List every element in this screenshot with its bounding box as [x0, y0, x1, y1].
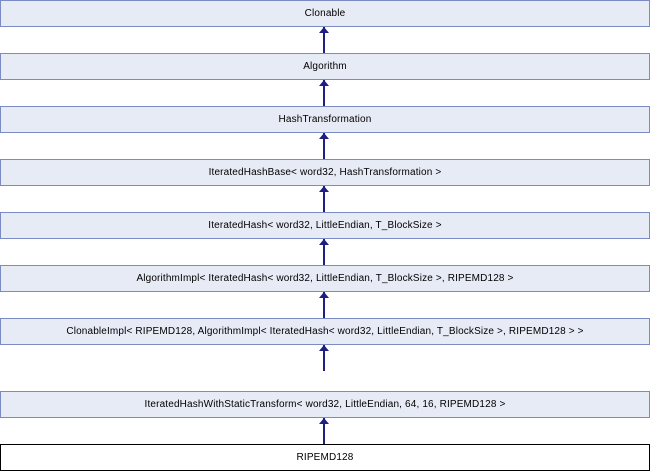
class-node-iteratedhashbase[interactable]: IteratedHashBase< word32, HashTransforma…: [0, 159, 650, 186]
arrowhead-algorithmimpl: [319, 292, 329, 298]
edge-algorithmimpl-clonableimpl: [323, 292, 325, 318]
class-node-label: Algorithm: [303, 61, 347, 72]
arrowhead-iteratedhash: [319, 239, 329, 245]
class-node-iteratedhashwithstatictransform[interactable]: IteratedHashWithStaticTransform< word32,…: [0, 391, 650, 418]
class-node-label: AlgorithmImpl< IteratedHash< word32, Lit…: [136, 273, 514, 284]
arrowhead-iteratedhashbase: [319, 186, 329, 192]
edge-iteratedhash-algorithmimpl: [323, 239, 325, 265]
arrowhead-algorithm: [319, 80, 329, 86]
edge-iteratedhashbase-iteratedhash: [323, 186, 325, 212]
class-node-label: IteratedHashWithStaticTransform< word32,…: [144, 399, 506, 410]
class-node-label: Clonable: [304, 8, 346, 19]
edge-iteratedhashwithstatictransform-ripemd128: [323, 418, 325, 444]
class-node-label: ClonableImpl< RIPEMD128, AlgorithmImpl< …: [66, 326, 584, 337]
edge-hashtransformation-iteratedhashbase: [323, 133, 325, 159]
class-node-algorithmimpl[interactable]: AlgorithmImpl< IteratedHash< word32, Lit…: [0, 265, 650, 292]
class-node-ripemd128[interactable]: RIPEMD128: [0, 444, 650, 471]
class-node-clonableimpl[interactable]: ClonableImpl< RIPEMD128, AlgorithmImpl< …: [0, 318, 650, 345]
class-node-clonable[interactable]: Clonable: [0, 0, 650, 27]
arrowhead-iteratedhashwithstatictransform: [319, 418, 329, 424]
class-node-label: RIPEMD128: [296, 452, 354, 463]
class-node-label: IteratedHashBase< word32, HashTransforma…: [208, 167, 442, 178]
class-node-label: HashTransformation: [278, 114, 372, 125]
edge-clonable-algorithm: [323, 27, 325, 53]
class-node-label: IteratedHash< word32, LittleEndian, T_Bl…: [208, 220, 442, 231]
arrowhead-hashtransformation: [319, 133, 329, 139]
edge-clonableimpl-iteratedhashwithstatictransform: [323, 345, 325, 371]
class-node-iteratedhash[interactable]: IteratedHash< word32, LittleEndian, T_Bl…: [0, 212, 650, 239]
arrowhead-clonableimpl: [319, 345, 329, 351]
edge-algorithm-hashtransformation: [323, 80, 325, 106]
arrowhead-clonable: [319, 27, 329, 33]
class-node-hashtransformation[interactable]: HashTransformation: [0, 106, 650, 133]
class-node-algorithm[interactable]: Algorithm: [0, 53, 650, 80]
